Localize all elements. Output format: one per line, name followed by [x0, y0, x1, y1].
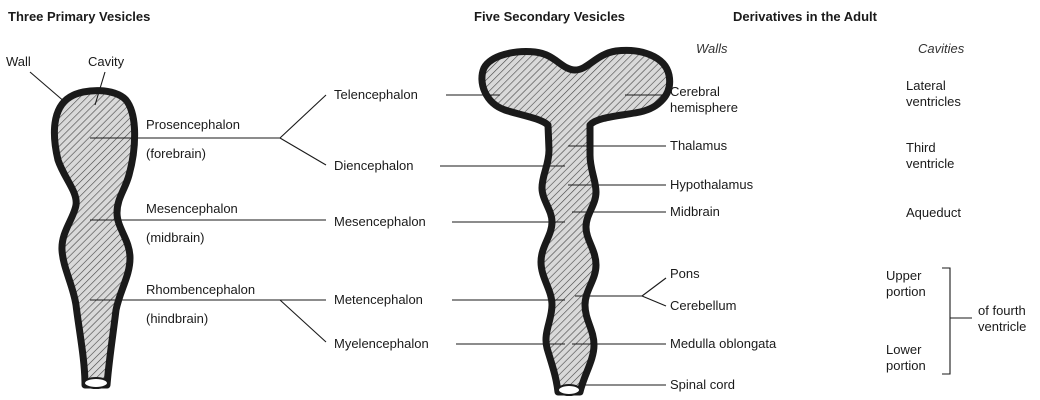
fourth-ventricle-bracket: [942, 268, 950, 374]
heading-adult: Derivatives in the Adult: [733, 9, 877, 25]
primary-vesicle-name: Prosencephalon: [146, 117, 240, 133]
wall-label: Wall: [6, 54, 31, 70]
subheading-cavities: Cavities: [918, 41, 964, 57]
wall-derivative-label: Cerebellum: [670, 298, 736, 314]
heading-primary: Three Primary Vesicles: [8, 9, 150, 25]
secondary-vesicle-label: Metencephalon: [334, 292, 423, 308]
wall-derivative-label: Midbrain: [670, 204, 720, 220]
wall-callout-line: [30, 72, 66, 103]
cavity-derivative-label: Lateral ventricles: [906, 78, 961, 110]
secondary-vesicle-label: Myelencephalon: [334, 336, 429, 352]
wall-derivative-label: Thalamus: [670, 138, 727, 154]
cerebellum-line: [642, 296, 666, 306]
myelencephalon-branch: [280, 300, 326, 342]
subheading-walls: Walls: [696, 41, 728, 57]
secondary-vesicle-label: Mesencephalon: [334, 214, 426, 230]
primary-neural-tube: [54, 91, 134, 385]
wall-derivative-label: Hypothalamus: [670, 177, 753, 193]
primary-vesicle-common: (forebrain): [146, 146, 206, 162]
primary-vesicle-common: (hindbrain): [146, 311, 208, 327]
cavity-derivative-label: Upper portion: [886, 268, 926, 300]
cavity-derivative-label: Lower portion: [886, 342, 926, 374]
telencephalon-branch: [280, 95, 326, 138]
primary-vesicle-name: Rhombencephalon: [146, 282, 255, 298]
heading-secondary: Five Secondary Vesicles: [474, 9, 625, 25]
cavity-label: Cavity: [88, 54, 124, 70]
wall-derivative-label: Pons: [670, 266, 700, 282]
cavity-derivative-label: Aqueduct: [906, 205, 961, 221]
secondary-vesicle-label: Diencephalon: [334, 158, 414, 174]
secondary-tube-opening: [558, 385, 580, 395]
diencephalon-branch: [280, 138, 326, 165]
primary-vesicle-common: (midbrain): [146, 230, 205, 246]
secondary-vesicle-label: Telencephalon: [334, 87, 418, 103]
cavity-derivative-label: of fourth ventricle: [978, 303, 1026, 335]
wall-derivative-label: Medulla oblongata: [670, 336, 776, 352]
wall-derivative-label: Cerebral hemisphere: [670, 84, 738, 116]
cavity-derivative-label: Third ventricle: [906, 140, 954, 172]
secondary-neural-tube: [482, 50, 670, 392]
primary-tube-opening: [84, 378, 108, 388]
pons-line: [642, 278, 666, 296]
primary-vesicle-name: Mesencephalon: [146, 201, 238, 217]
wall-derivative-label: Spinal cord: [670, 377, 735, 393]
